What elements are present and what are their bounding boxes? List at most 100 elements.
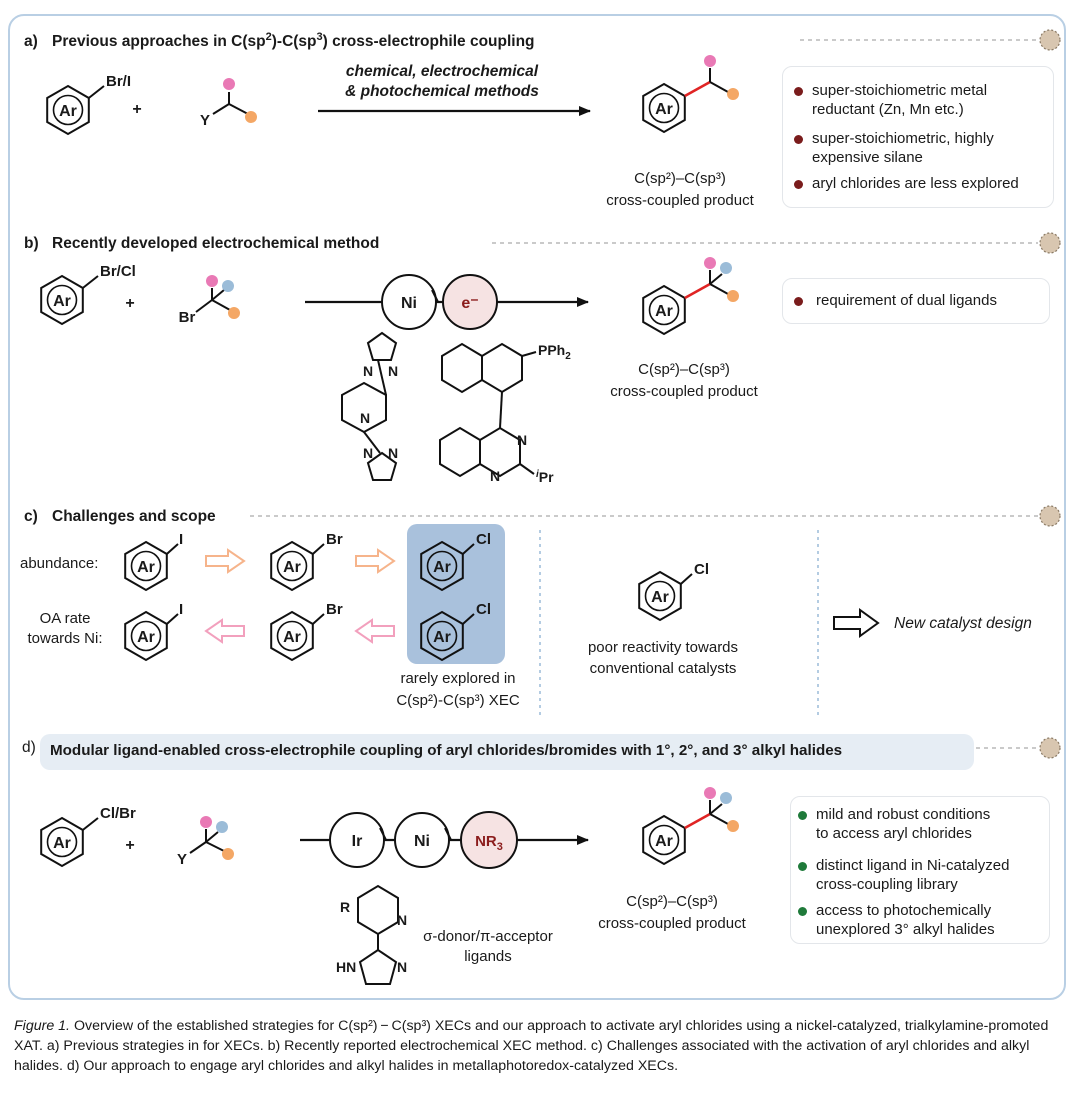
arrow-oa-1 [204, 618, 245, 644]
svg-text:N: N [397, 912, 407, 928]
cycle-ni-b [381, 274, 437, 330]
poor-reactivity-2: conventional catalysts [590, 660, 737, 677]
section-d-marker [1039, 737, 1061, 759]
product-a-line1: C(sp²)–C(sp³) [634, 170, 726, 187]
abundance-label: abundance: [20, 555, 98, 572]
aryl-chloride-r2: Ar Cl [420, 601, 491, 661]
product-b: Ar [642, 257, 739, 335]
aryl-bromide-r1: Ar Br [270, 531, 343, 591]
cycle-ni-b-label: Ni [401, 295, 417, 312]
figure-caption: Figure 1. Overview of the established st… [14, 1016, 1074, 1076]
product-b-line2: cross-coupled product [610, 383, 758, 400]
product-a: Ar [642, 55, 739, 133]
svg-text:Ar: Ar [283, 629, 301, 646]
svg-text:Ar: Ar [137, 629, 155, 646]
cycle-electrode-b-label: e⁻ [461, 295, 478, 312]
arrow-a-label-2: & photochemical methods [345, 83, 539, 100]
cycle-nr3 [460, 811, 518, 869]
svg-text:Cl: Cl [476, 601, 491, 618]
svg-text:HN: HN [336, 959, 356, 975]
arrow-a-label-1: chemical, electrochemical [346, 63, 539, 80]
section-a: a) Previous approaches in C(sp2)-C(sp3) … [24, 29, 1061, 209]
bullet-box-a [782, 66, 1054, 208]
cycle-electrode-b [442, 274, 498, 330]
oa-rate-label-2: towards Ni: [27, 630, 102, 647]
highlight-caption-2: C(sp²)-C(sp³) XEC [396, 692, 519, 709]
ligand-quinazolinap [439, 342, 537, 478]
bullet-box-b [782, 278, 1050, 324]
product-d-line1: C(sp²)–C(sp³) [626, 893, 718, 910]
ligand-bispyrazolylpyridine [341, 331, 398, 481]
ligand-pyridyl-imidazole [357, 884, 399, 985]
section-c-title: Challenges and scope [52, 508, 216, 525]
product-d-line2: cross-coupled product [598, 915, 746, 932]
section-b-marker [1039, 232, 1061, 254]
arrow-new-design [833, 608, 880, 638]
svg-text:Cl/Br: Cl/Br [100, 805, 136, 822]
caption-text: Overview of the established strategies f… [14, 1018, 1049, 1074]
ligand-ipr: iPr [536, 469, 554, 485]
svg-text:Ar: Ar [651, 589, 669, 606]
product-a-line2: cross-coupled product [606, 192, 754, 209]
bullet-box-d [790, 796, 1050, 944]
svg-text:Ar: Ar [655, 303, 673, 320]
plus-a: + [132, 101, 141, 118]
cycle-nr3-label: NR3 [475, 833, 503, 853]
figure-frame [8, 14, 1066, 1000]
product-d: Ar [642, 787, 739, 865]
svg-text:Ar: Ar [59, 103, 77, 120]
svg-text:I: I [179, 601, 183, 618]
oa-rate-label-1: OA rate [40, 610, 91, 627]
aryl-halide-b: Ar Br/Cl [40, 263, 136, 325]
svg-text:Ar: Ar [655, 833, 673, 850]
plus-d: + [125, 837, 134, 854]
svg-text:Y: Y [177, 851, 187, 868]
poor-reactivity-1: poor reactivity towards [588, 639, 738, 656]
bullet-dot [798, 907, 807, 916]
alkyl-halide-b: Br [179, 275, 240, 326]
plus-b: + [125, 295, 134, 312]
svg-text:Ar: Ar [53, 293, 71, 310]
svg-text:N: N [517, 432, 527, 448]
section-b-title: Recently developed electrochemical metho… [52, 235, 379, 252]
svg-text:Ar: Ar [137, 559, 155, 576]
section-d: d) Ar Cl/Br + Y Ir Ni NR3 [22, 737, 1061, 985]
bullet-dot [794, 180, 803, 189]
bullet-dot [798, 811, 807, 820]
aryl-chloride-highlight [407, 524, 505, 664]
section-a-marker [1039, 29, 1061, 51]
svg-text:Ar: Ar [53, 835, 71, 852]
bullet-dot [794, 87, 803, 96]
section-a-title: Previous approaches in C(sp2)-C(sp3) cro… [52, 31, 535, 50]
section-c: c) Challenges and scope abundance: OA ra… [20, 505, 1061, 715]
svg-text:N: N [363, 363, 373, 379]
svg-text:Cl: Cl [476, 531, 491, 548]
svg-text:N: N [388, 363, 398, 379]
alkyl-halide-a: Y [200, 78, 257, 129]
aryl-chloride-r1: Ar Cl [420, 531, 491, 591]
arrow-abundance-2 [355, 548, 396, 574]
section-b-letter: b) [24, 235, 39, 252]
svg-text:Ar: Ar [433, 629, 451, 646]
bullet-dot [794, 135, 803, 144]
svg-text:Ar: Ar [283, 559, 301, 576]
product-b-line1: C(sp²)–C(sp³) [638, 361, 730, 378]
alkyl-halide-d: Y [177, 816, 234, 868]
arrow-abundance-1 [205, 548, 246, 574]
svg-text:Br: Br [326, 531, 343, 548]
bullet-dot [794, 297, 803, 306]
svg-text:Cl: Cl [694, 561, 709, 578]
ligand-description-2: ligands [464, 948, 512, 965]
svg-text:N: N [397, 959, 407, 975]
section-d-title: Modular ligand-enabled cross-electrophil… [50, 742, 843, 759]
bullet-dot [798, 862, 807, 871]
svg-text:N: N [363, 445, 373, 461]
arrow-oa-2 [354, 618, 395, 644]
ligand-description-1: σ-donor/π-acceptor [423, 928, 553, 945]
aryl-iodide-r2: Ar I [124, 601, 183, 661]
ligand-pph2: PPh2 [538, 342, 571, 362]
